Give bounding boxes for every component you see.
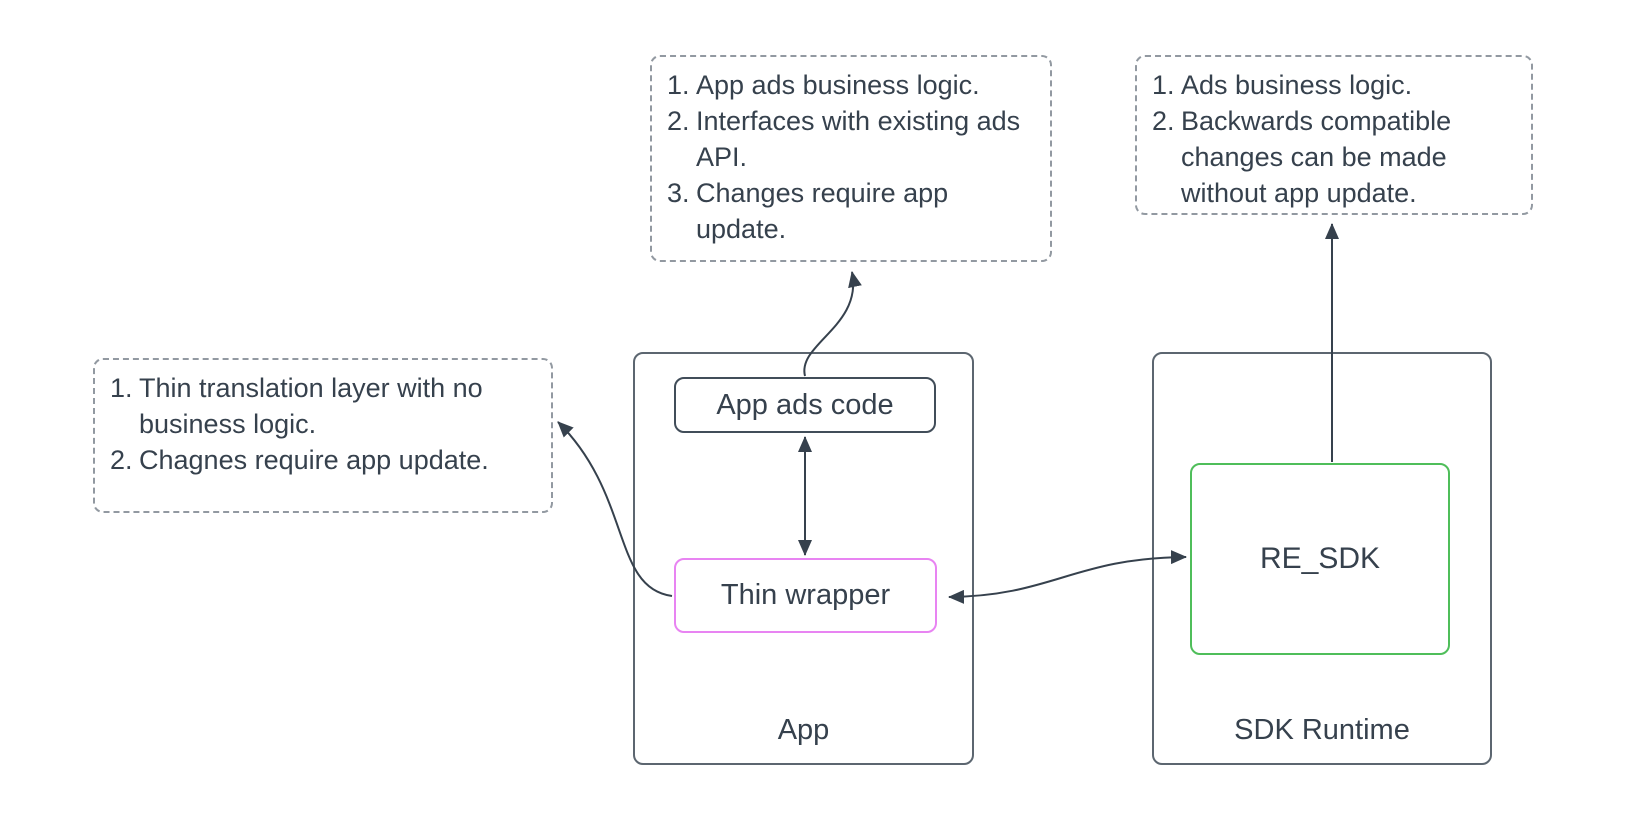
note-line: 2. Backwards compatible changes can be m… — [1147, 103, 1521, 211]
list-number: 2. — [1152, 106, 1175, 136]
note-line: 2. Chagnes require app update. — [105, 442, 541, 478]
note-line: 2. Interfaces with existing ads API. — [662, 103, 1040, 175]
list-text: Changes require app update. — [696, 178, 949, 244]
list-text: Chagnes require app update. — [139, 445, 489, 475]
list-number: 1. — [667, 70, 690, 100]
note-line: 3. Changes require app update. — [662, 175, 1040, 247]
node-thin-wrapper: Thin wrapper — [674, 558, 937, 633]
list-number: 2. — [110, 445, 133, 475]
arrow-thinwrapper-resdk — [948, 550, 1187, 604]
list-text: App ads business logic. — [696, 70, 980, 100]
node-re-sdk: RE_SDK — [1190, 463, 1450, 655]
node-app-ads-code: App ads code — [674, 377, 936, 433]
list-number: 2. — [667, 106, 690, 136]
list-number: 1. — [1152, 70, 1175, 100]
list-number: 1. — [110, 373, 133, 403]
note-re-sdk: 1. Ads business logic. 2. Backwards comp… — [1135, 55, 1533, 215]
node-thin-wrapper-label: Thin wrapper — [720, 579, 891, 611]
note-app-ads-code: 1. App ads business logic. 2. Interfaces… — [650, 55, 1052, 262]
note-thin-wrapper: 1. Thin translation layer with no busine… — [93, 358, 553, 513]
note-line: 1. Ads business logic. — [1147, 67, 1521, 103]
container-sdk-runtime-label: SDK Runtime — [1234, 714, 1410, 746]
note-line: 1. Thin translation layer with no busine… — [105, 370, 541, 442]
node-re-sdk-label: RE_SDK — [1259, 542, 1381, 575]
list-number: 3. — [667, 178, 690, 208]
list-text: Ads business logic. — [1181, 70, 1413, 100]
list-text: Backwards compatible changes can be made… — [1181, 106, 1452, 208]
note-line: 1. App ads business logic. — [662, 67, 1040, 103]
list-text: Thin translation layer with no business … — [139, 373, 483, 439]
list-text: Interfaces with existing ads API. — [696, 106, 1021, 172]
container-app-label: App — [777, 714, 830, 746]
node-app-ads-code-label: App ads code — [716, 388, 894, 421]
